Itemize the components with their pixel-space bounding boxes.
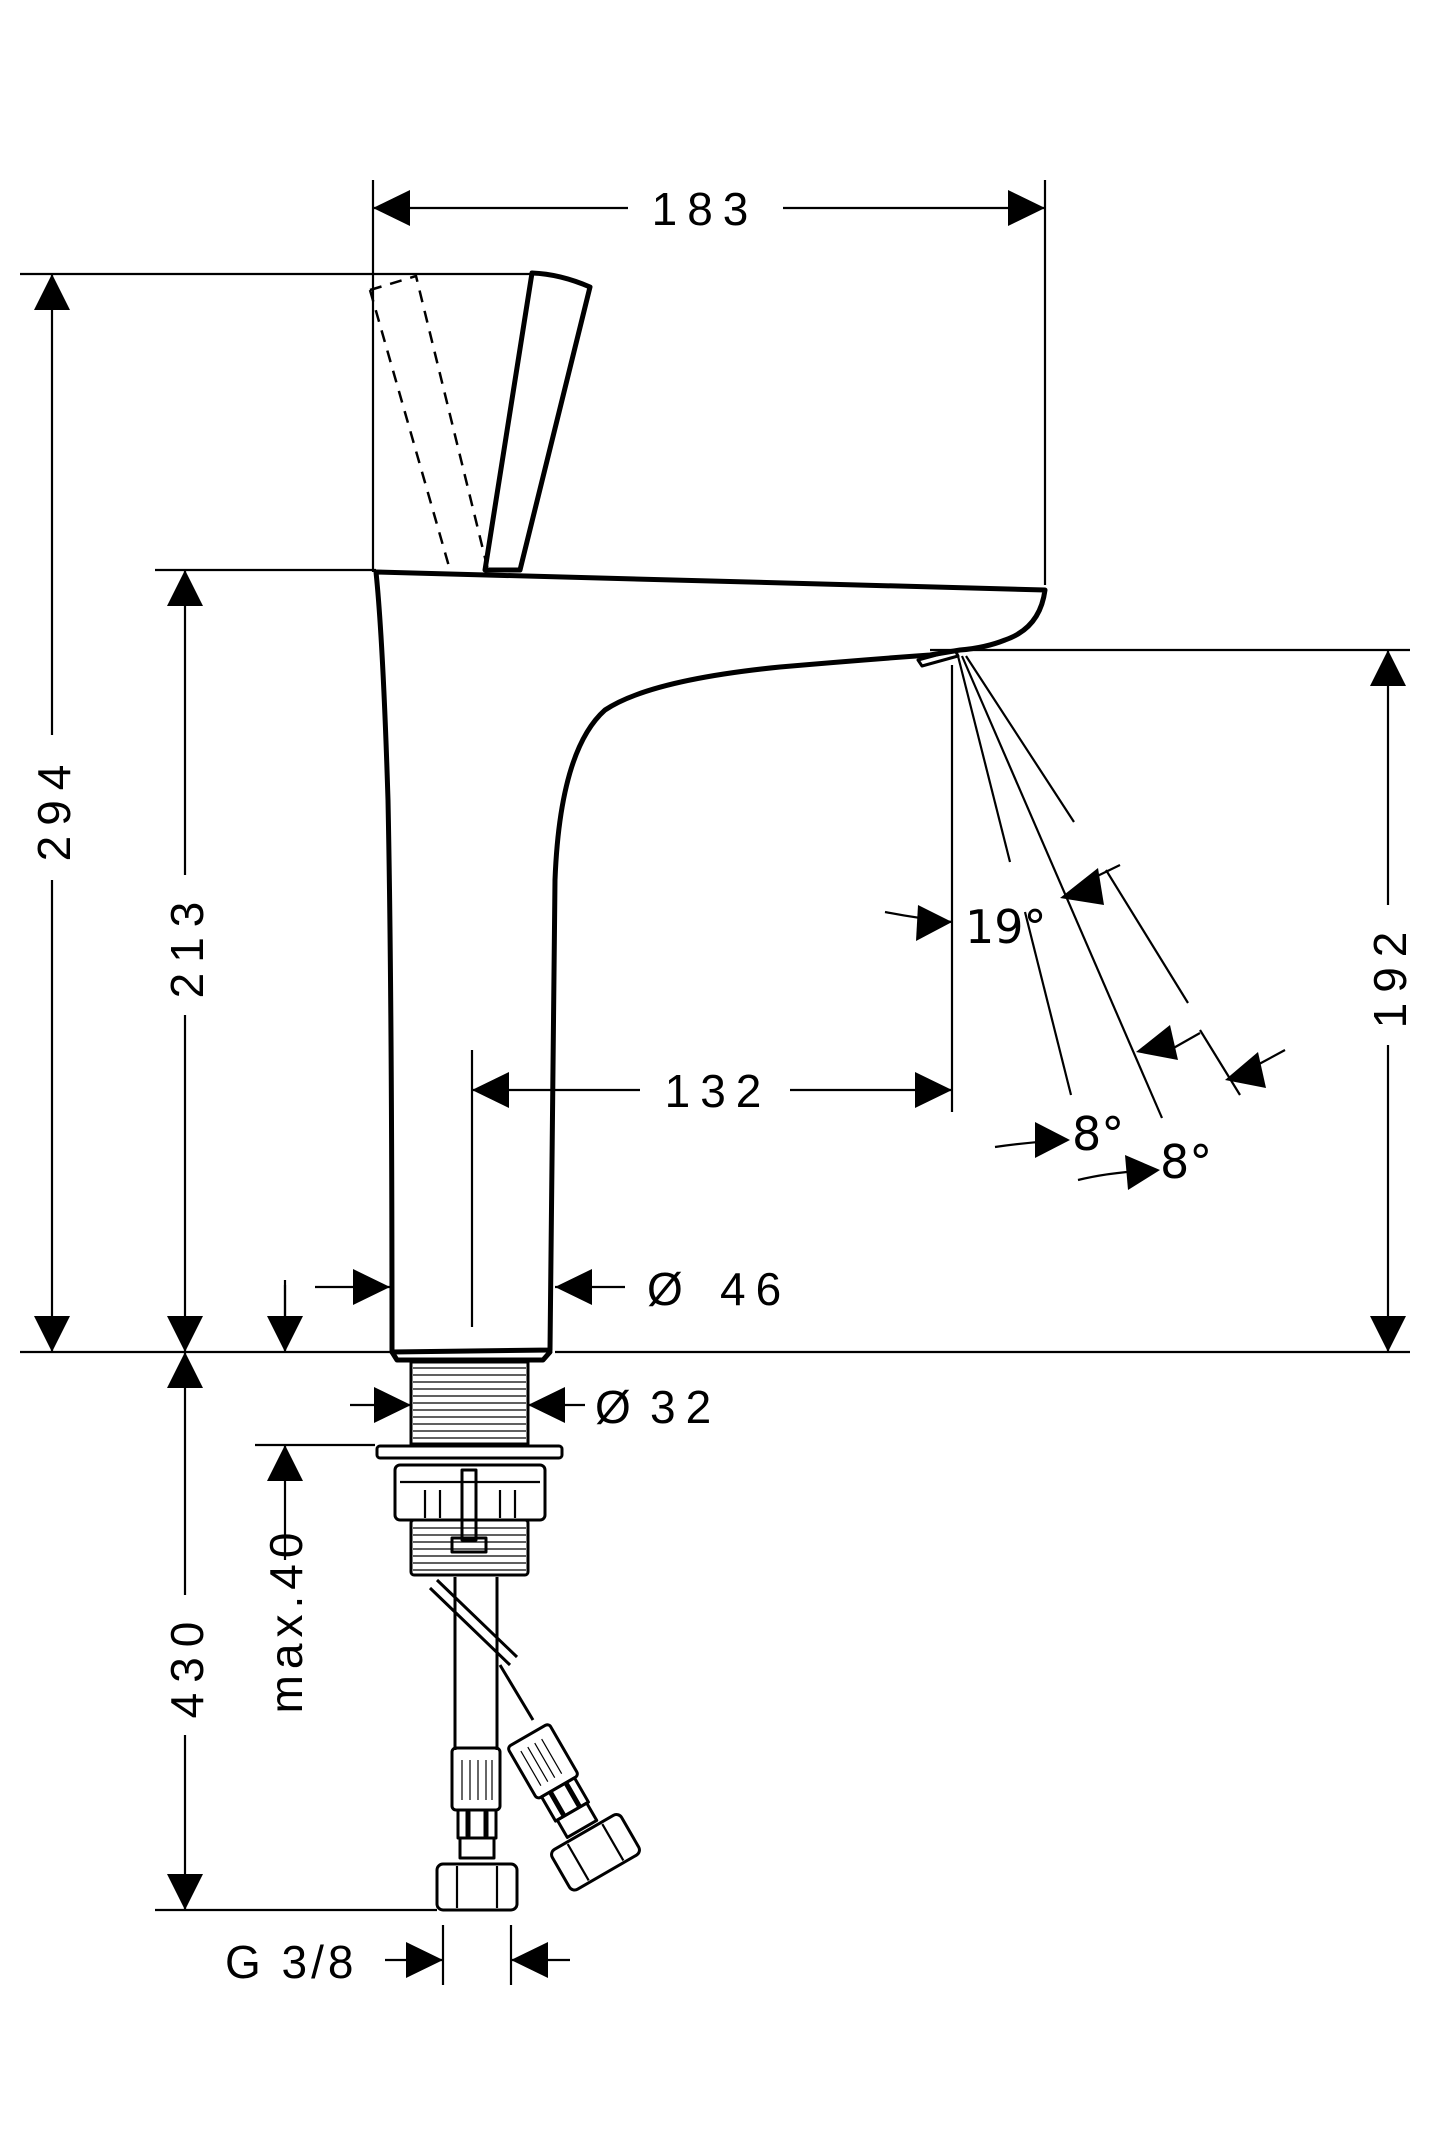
dim-connection-thread: G 3/8 bbox=[225, 1936, 358, 1988]
lever bbox=[368, 270, 593, 573]
angle-spray-b: 8° bbox=[1160, 1135, 1212, 1189]
spray-line-1 bbox=[956, 655, 1012, 863]
angle-spray-main: 19° bbox=[965, 900, 1047, 954]
dim-spout-reach: 132 bbox=[665, 1065, 772, 1117]
shank-diameter-value: 32 bbox=[650, 1381, 721, 1433]
dim-overall-projection: 183 bbox=[652, 183, 759, 235]
fixing-nut bbox=[393, 1463, 547, 1522]
diameter-symbol-32: Ø bbox=[595, 1381, 641, 1433]
hose-crimp-straight bbox=[450, 1746, 502, 1812]
dim-max-deck-thickness: max.40 bbox=[260, 1527, 312, 1714]
dim-body-diameter: Ø 46 bbox=[647, 1263, 791, 1315]
hex-nut-straight bbox=[435, 1862, 519, 1912]
fixing-bolt-head bbox=[450, 1536, 488, 1554]
body-base-ring bbox=[389, 1349, 553, 1363]
nut-ribs bbox=[423, 1490, 517, 1518]
dim-hose-length: 430 bbox=[161, 1612, 213, 1719]
diameter-symbol-46: Ø bbox=[647, 1263, 693, 1315]
spray-line-3 bbox=[965, 655, 1075, 823]
faucet-body-outline bbox=[373, 569, 1048, 1355]
dimension-arrows bbox=[34, 190, 1406, 1978]
hose-knurl-straight bbox=[461, 1760, 493, 1800]
shank-assembly bbox=[375, 1360, 564, 1577]
dim-body-height: 213 bbox=[161, 892, 213, 999]
dim-overall-height: 294 bbox=[28, 755, 80, 862]
dimension-labels: 183 294 213 192 132 Ø 46 Ø 32 max.40 430… bbox=[28, 183, 1416, 1988]
body-diameter-value: 46 bbox=[720, 1263, 791, 1315]
dim-shank-diameter: Ø 32 bbox=[595, 1381, 721, 1433]
angle-spray-a: 8° bbox=[1072, 1107, 1124, 1161]
spray-pattern bbox=[956, 655, 1241, 1119]
lower-shank bbox=[409, 1518, 530, 1577]
threaded-shank bbox=[409, 1360, 530, 1446]
faucet-body bbox=[373, 569, 1048, 1363]
lever-alternate-position bbox=[368, 274, 490, 571]
lever-handle bbox=[482, 270, 593, 573]
hose-angled-fitting bbox=[507, 1723, 641, 1892]
spray-line-2 bbox=[960, 655, 1164, 1119]
dim-spout-height: 192 bbox=[1364, 922, 1416, 1029]
shank-thread-lines bbox=[413, 1367, 526, 1439]
washer-plate bbox=[375, 1444, 564, 1460]
fixing-bolt bbox=[460, 1468, 478, 1542]
supply-hoses bbox=[428, 1577, 641, 1912]
lower-thread-lines bbox=[413, 1527, 526, 1571]
